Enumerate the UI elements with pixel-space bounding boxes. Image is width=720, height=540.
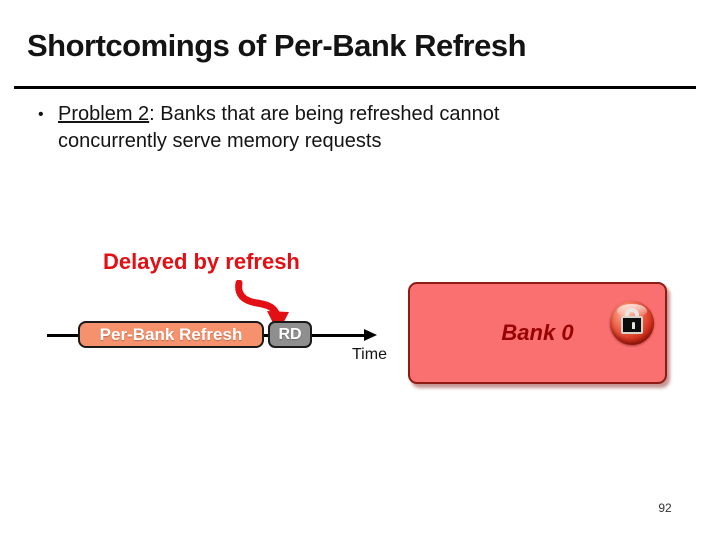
bullet-line1: : Banks that are being refreshed cannot bbox=[149, 103, 500, 125]
bank0-label: Bank 0 bbox=[501, 320, 574, 345]
timeline-arrowhead-icon bbox=[364, 329, 377, 341]
time-axis-label: Time bbox=[352, 346, 387, 363]
bullet-item: • Problem 2: Banks that are being refres… bbox=[38, 101, 658, 155]
bullet-text: Problem 2: Banks that are being refreshe… bbox=[58, 101, 499, 155]
lock-icon bbox=[610, 301, 654, 345]
page-number: 92 bbox=[658, 501, 672, 515]
problem-label: Problem 2 bbox=[58, 103, 150, 125]
title-divider bbox=[14, 86, 696, 89]
per-bank-refresh-label: Per-Bank Refresh bbox=[99, 324, 243, 344]
rd-box: RD bbox=[268, 321, 312, 348]
rd-label: RD bbox=[278, 325, 302, 343]
bullet-line2: concurrently serve memory requests bbox=[58, 130, 382, 152]
delayed-by-refresh-label: Delayed by refresh bbox=[103, 249, 300, 274]
lock-body bbox=[621, 316, 643, 334]
bank0-box: Bank 0 bbox=[408, 282, 667, 384]
bullet-marker: • bbox=[38, 106, 44, 123]
lock-shackle bbox=[625, 308, 639, 320]
slide-title: Shortcomings of Per-Bank Refresh bbox=[27, 28, 527, 63]
per-bank-refresh-box: Per-Bank Refresh bbox=[78, 321, 264, 348]
lock-keyhole bbox=[632, 322, 635, 329]
